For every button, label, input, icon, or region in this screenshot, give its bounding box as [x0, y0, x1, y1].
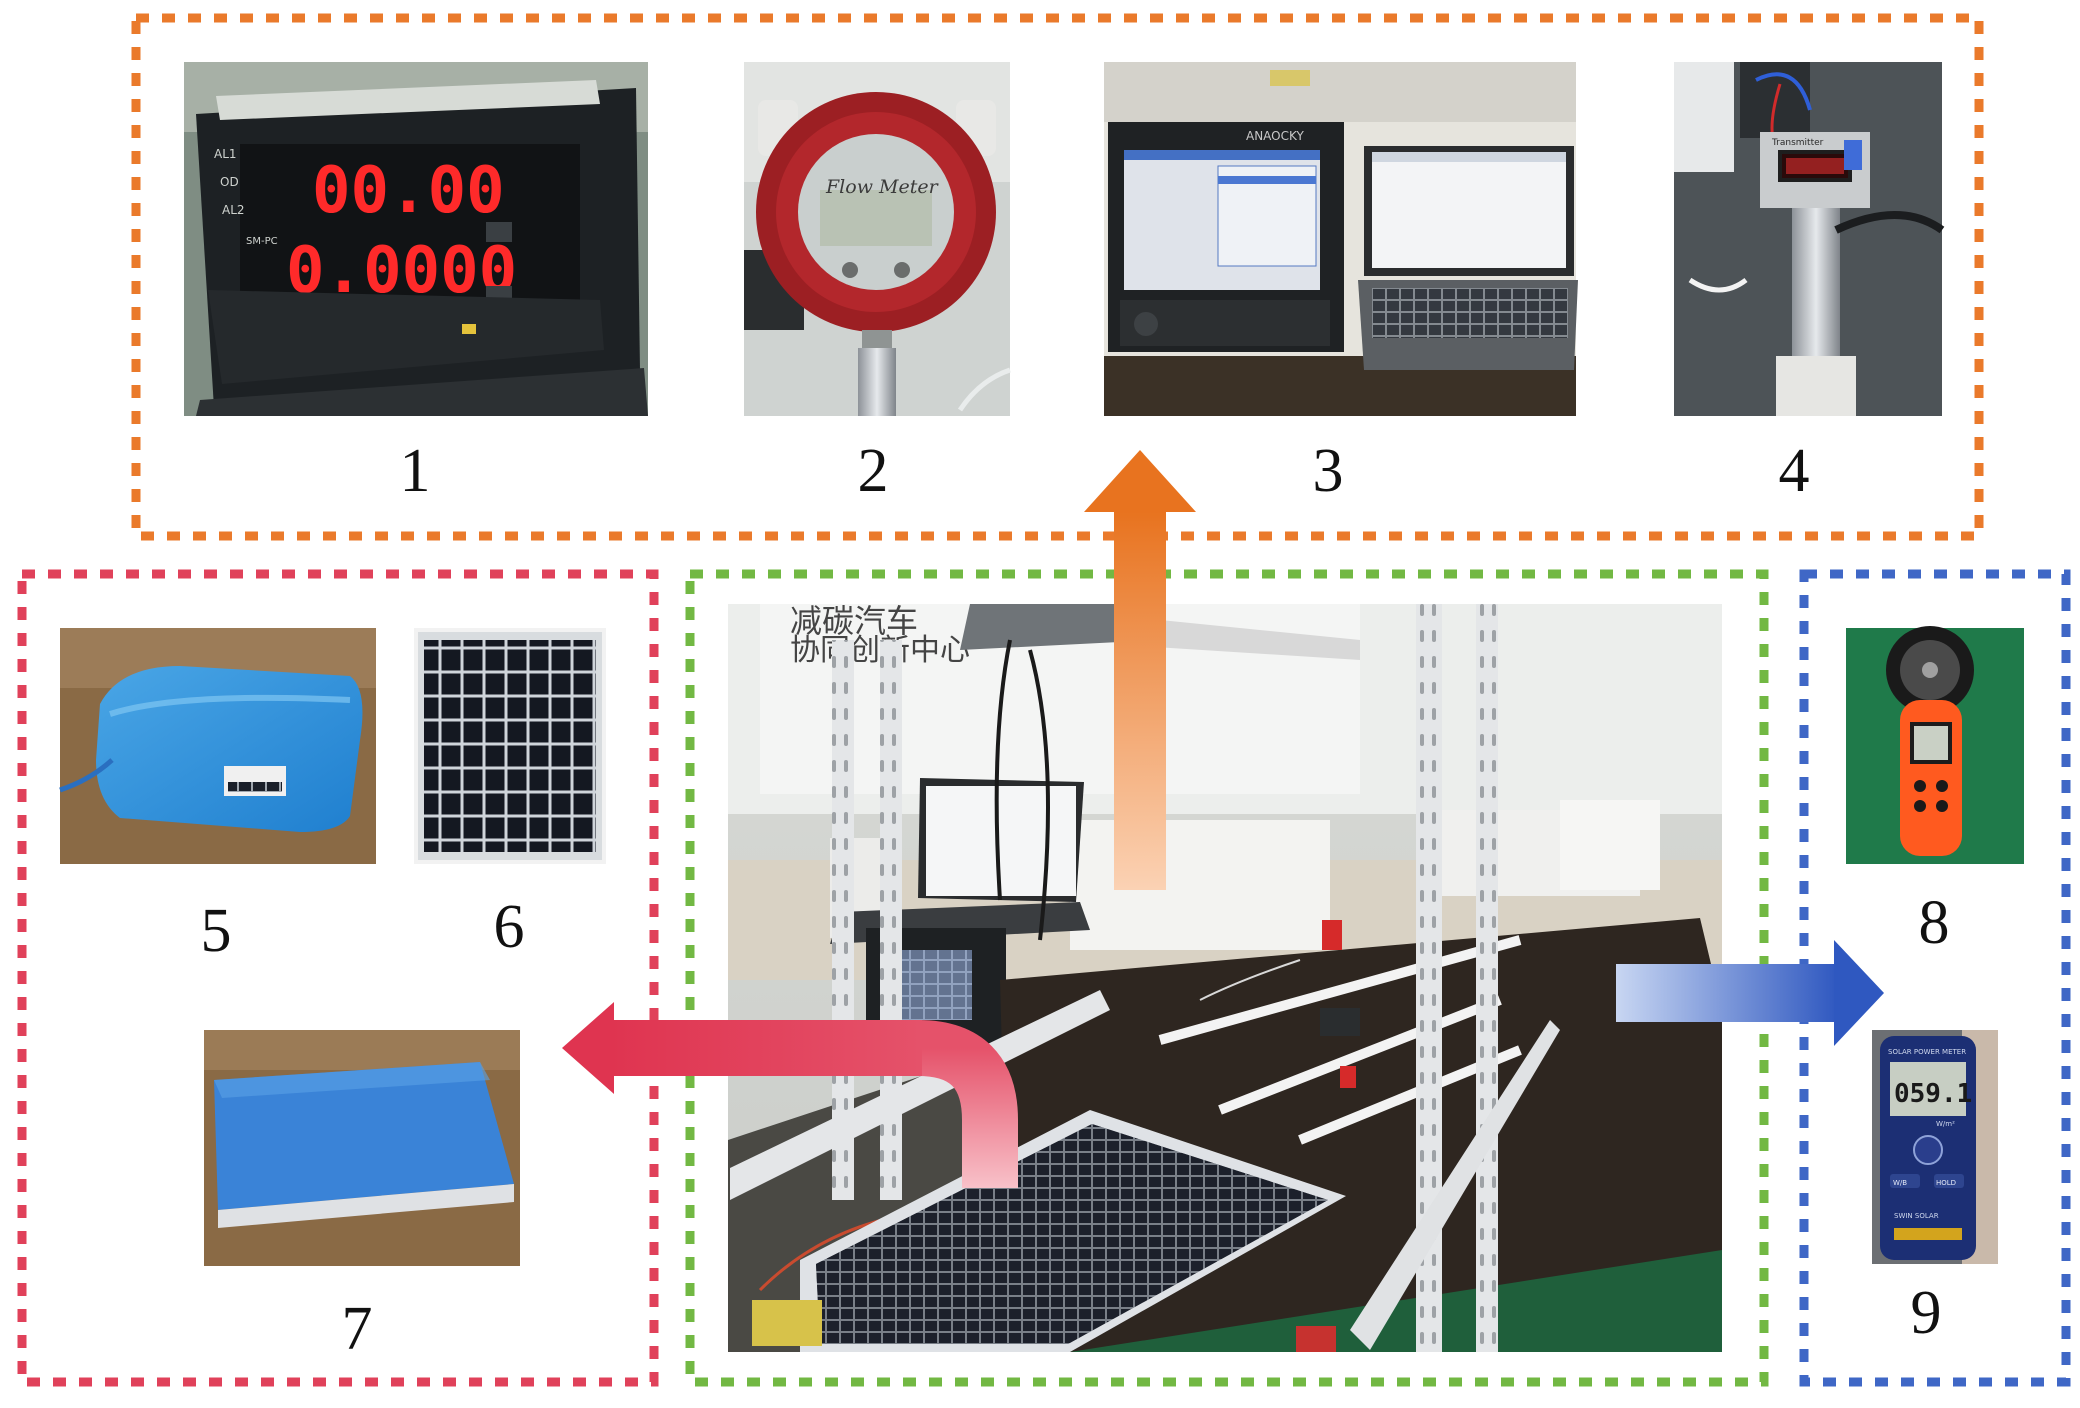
item-number-9: 9 [1910, 1279, 1942, 1347]
meter-tag-1: AL1 [214, 147, 237, 161]
item-number-2: 2 [857, 437, 889, 505]
solar-meter-button-wb: W/B [1893, 1179, 1907, 1187]
flow-meter-photo: Flow Meter [744, 62, 1011, 416]
item-number-5: 5 [200, 897, 232, 965]
anemometer-photo [1846, 626, 2024, 864]
solar-meter-unit: W/m² [1936, 1120, 1955, 1128]
item-number-1: 1 [399, 437, 431, 505]
data-logger-laptop-photo: ANAOCKY [1104, 62, 1578, 416]
item-number-3: 3 [1312, 437, 1344, 505]
solar-power-meter-photo: SOLAR POWER METER 059.1 W/m² W/B HOLD SW… [1872, 1030, 1998, 1264]
monitoring-equipment-box [131, 13, 1984, 541]
flow-meter-label: Flow Meter [825, 176, 940, 198]
wall-text-1: 减碳汽车 [790, 602, 918, 640]
battery-pack-photo [59, 628, 376, 864]
arrow-to-monitoring [1084, 450, 1196, 890]
meter-tag-3: AL2 [222, 203, 245, 217]
solar-meter-button-hold: HOLD [1936, 1179, 1956, 1187]
arrow-to-weather-instruments [1616, 940, 1884, 1046]
item-number-7: 7 [341, 1295, 373, 1363]
arrow-to-energy-storage [562, 1002, 1018, 1188]
transmitter-label: Transmitter [1771, 138, 1824, 148]
solar-meter-reading: 059.1 [1894, 1079, 1972, 1109]
flat-thermal-module-photo [204, 1030, 520, 1266]
solar-meter-title: SOLAR POWER METER [1888, 1048, 1966, 1056]
item-number-4: 4 [1778, 437, 1810, 505]
test-bench-photo: 减碳汽车 协同创新中心 [728, 602, 1722, 1352]
solar-meter-brand: SWIN SOLAR [1894, 1212, 1939, 1220]
digital-display-meter-photo: 00.00 0.0000 AL1 OD AL2 SM-PC [184, 62, 648, 416]
item-number-8: 8 [1918, 889, 1950, 957]
logger-brand: ANAOCKY [1246, 129, 1304, 143]
energy-storage-box [17, 569, 659, 1387]
small-solar-panel-photo [414, 628, 606, 864]
meter-tag-4: SM-PC [246, 236, 278, 247]
meter-tag-2: OD [220, 175, 239, 189]
bench-solar-panel [800, 1110, 1346, 1352]
pressure-transmitter-photo: Transmitter [1674, 62, 1945, 416]
item-number-6: 6 [493, 893, 525, 961]
weather-instruments-box [1799, 569, 2071, 1387]
test-bench-box [685, 569, 1769, 1387]
meter-top-reading: 00.00 [312, 154, 505, 228]
